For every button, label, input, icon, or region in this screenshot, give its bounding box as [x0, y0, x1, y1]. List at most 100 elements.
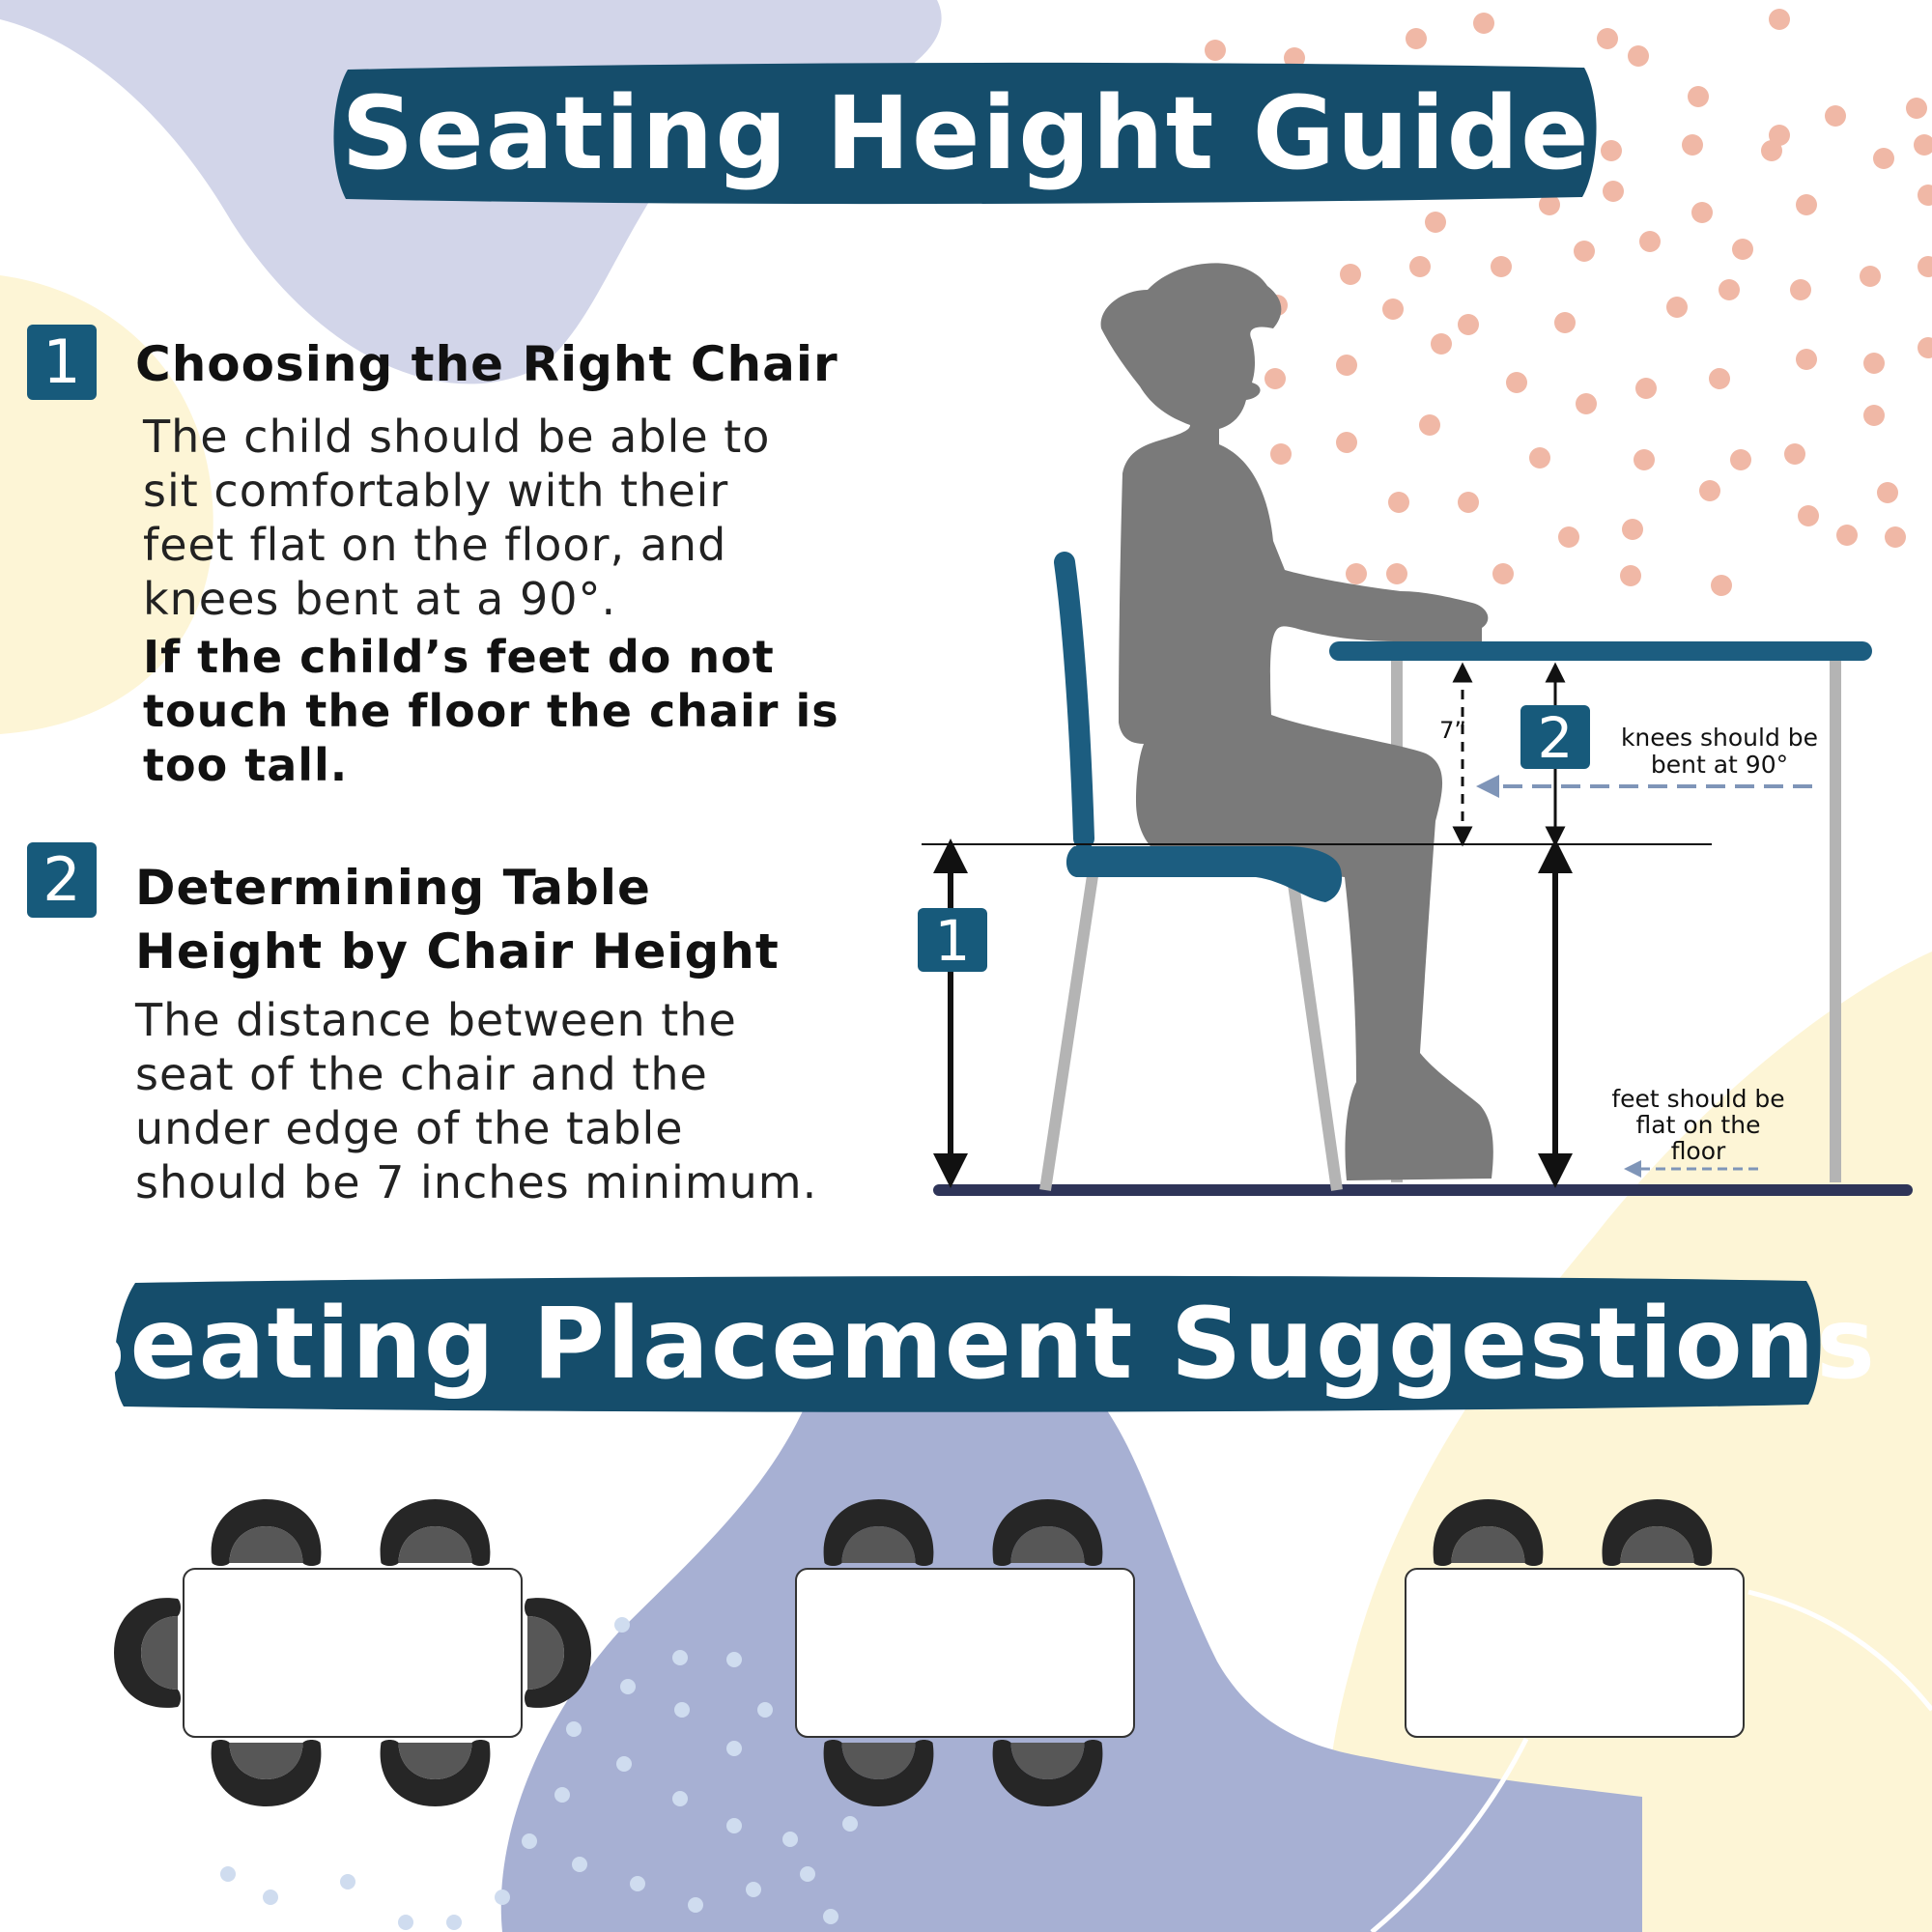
chair-icon	[211, 1740, 322, 1806]
section-1-warning-line: If the child’s feet do not	[143, 631, 775, 683]
polka-dot	[1719, 279, 1740, 300]
chair-leg-back	[1287, 876, 1343, 1191]
polka-dot	[1682, 134, 1703, 156]
polka-dot	[1784, 443, 1805, 465]
polka-dot	[1885, 526, 1906, 548]
polka-dot	[1688, 86, 1709, 107]
table-shape	[1405, 1568, 1745, 1738]
section-1-heading: Choosing the Right Chair	[135, 336, 838, 392]
polka-dot	[1699, 480, 1720, 501]
polka-dot	[1336, 432, 1357, 453]
chair-icon	[211, 1499, 322, 1566]
polka-dot	[1388, 492, 1409, 513]
light-dot	[620, 1679, 636, 1694]
chair-icon	[114, 1598, 181, 1708]
section-2-line: The distance between the	[135, 994, 737, 1046]
section-1-body: The child should be able to sit comforta…	[143, 410, 839, 792]
section-2-heading-line: Determining Table	[135, 860, 651, 916]
chair-icon	[380, 1740, 491, 1806]
chair-icon	[1433, 1499, 1544, 1566]
knees-note-line: bent at 90°	[1651, 751, 1788, 779]
section-2-badge: 2	[27, 842, 97, 918]
polka-dot	[1666, 297, 1688, 318]
chair-icon	[525, 1598, 591, 1708]
section-2-heading-line: Height by Chair Height	[135, 923, 780, 980]
polka-dot	[1458, 492, 1479, 513]
section-1-warning-line: too tall.	[143, 739, 349, 791]
feet-note-line: flat on the	[1636, 1111, 1761, 1139]
chair-backrest	[1054, 552, 1094, 849]
polka-dot	[1558, 526, 1579, 548]
chair-seat	[1065, 846, 1343, 902]
table-shape	[795, 1568, 1135, 1738]
light-dot	[495, 1889, 510, 1905]
polka-dot	[1639, 231, 1661, 252]
polka-dot	[1539, 194, 1560, 215]
marker-1-box	[918, 908, 987, 972]
polka-dot	[1860, 266, 1881, 287]
light-dot	[726, 1741, 742, 1756]
chair-icon	[992, 1499, 1103, 1566]
polka-dot	[1836, 525, 1858, 546]
page-title: Seating Height Guide	[341, 74, 1591, 192]
title-banner-shape	[333, 62, 1597, 205]
polka-dot	[1863, 405, 1885, 426]
chair-icon	[1602, 1499, 1713, 1566]
polka-dot	[1270, 443, 1292, 465]
polka-dot	[1425, 212, 1446, 233]
polka-dot	[1554, 312, 1576, 333]
light-dot	[554, 1787, 570, 1803]
light-dot	[674, 1702, 690, 1718]
section-2-heading: Determining Table Height by Chair Height	[135, 856, 780, 983]
polka-dot	[1863, 353, 1885, 374]
light-dot	[746, 1882, 761, 1897]
chair-leg-front	[1039, 868, 1099, 1191]
light-dot	[630, 1876, 645, 1891]
chair-icon	[992, 1740, 1103, 1806]
placement-title: Seating Placement Suggestions	[57, 1286, 1877, 1402]
polka-dot	[1458, 314, 1479, 335]
chair-icon	[823, 1740, 934, 1806]
light-dot	[800, 1866, 815, 1882]
marker-1-label: 1	[935, 908, 971, 974]
gap-label: 7”	[1439, 717, 1466, 744]
light-dot	[614, 1617, 630, 1633]
section-2-line: seat of the chair and the	[135, 1048, 708, 1100]
light-dot	[726, 1818, 742, 1833]
polka-dot	[1336, 355, 1357, 376]
polka-dot	[1825, 105, 1846, 127]
polka-dot	[1506, 372, 1527, 393]
polka-dot	[1798, 505, 1819, 526]
polka-dot	[1576, 393, 1597, 414]
section-2-line: under edge of the table	[135, 1102, 684, 1154]
polka-dot	[1796, 349, 1817, 370]
polka-dot	[1406, 28, 1427, 49]
light-dot	[823, 1909, 838, 1924]
seating-layout	[183, 1568, 523, 1738]
light-dot	[672, 1791, 688, 1806]
section-1-line: sit comfortably with their	[143, 465, 729, 517]
light-dot	[340, 1874, 355, 1889]
placement-banner: Seating Placement Suggestions	[57, 1273, 1877, 1414]
section-1-badge: 1	[27, 325, 97, 400]
polka-dot	[1419, 414, 1440, 436]
polka-dot	[1918, 337, 1932, 358]
light-dot	[782, 1832, 798, 1847]
polka-dot	[1709, 368, 1730, 389]
feet-note-line: feet should be	[1611, 1085, 1784, 1113]
polka-dot	[1264, 368, 1286, 389]
light-dot	[566, 1721, 582, 1737]
polka-dot	[1796, 194, 1817, 215]
title-banner: Seating Height Guide	[328, 60, 1604, 207]
light-dot	[672, 1650, 688, 1665]
white-curve	[1747, 1589, 1932, 1712]
polka-dot	[1634, 449, 1655, 470]
table-top	[1329, 641, 1872, 661]
polka-dot	[1622, 519, 1643, 540]
polka-dot	[1529, 447, 1550, 469]
polka-dot	[1691, 202, 1713, 223]
marker-2-box	[1520, 705, 1590, 769]
section-1-line: The child should be able to	[143, 411, 771, 463]
light-dot	[757, 1702, 773, 1718]
section-1-line: knees bent at a 90°.	[143, 573, 617, 625]
